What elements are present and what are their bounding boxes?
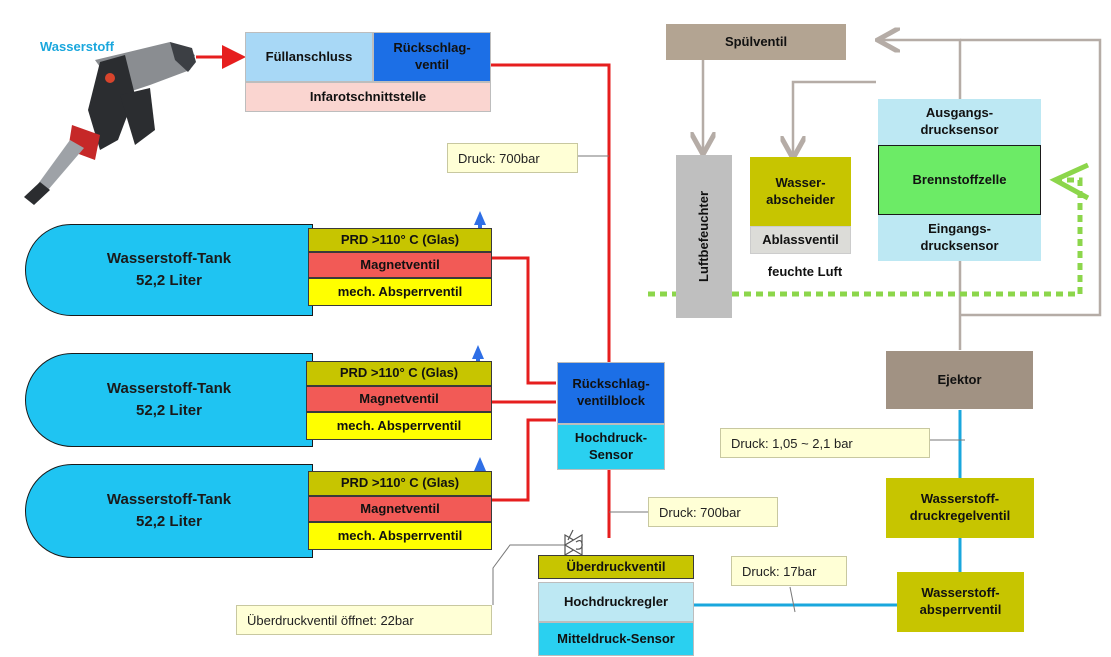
high-pressure-regulator: Hochdruckregler	[538, 582, 694, 622]
hydrogen-tank-1: Wasserstoff-Tank 52,2 Liter	[25, 224, 313, 316]
high-pressure-sensor: Hochdruck- Sensor	[557, 424, 665, 470]
outlet-pressure-sensor: Ausgangs- drucksensor	[878, 99, 1041, 145]
purge-valve: Spülventil	[666, 24, 846, 60]
moist-air-label: feuchte Luft	[767, 263, 843, 279]
relief-valve-symbol	[563, 529, 584, 557]
water-separator: Wasser- abscheider	[750, 157, 851, 226]
medium-pressure-lines	[693, 410, 962, 607]
note-relief-opens: Überdruckventil öffnet: 22bar	[236, 605, 492, 635]
check-valve-block: Rückschlag- ventilblock	[557, 362, 665, 424]
filling-port: Füllanschluss	[245, 32, 373, 82]
shutoff-valve-3: mech. Absperrventil	[308, 522, 492, 550]
inlet-pressure-sensor: Eingangs- drucksensor	[878, 215, 1041, 261]
relief-valve: Überdruckventil	[538, 555, 694, 579]
hydrogen-pressure-regulating-valve: Wasserstoff- druckregelventil	[886, 478, 1034, 538]
prd-1: PRD >110° C (Glas)	[308, 228, 492, 252]
note-leaders	[492, 155, 965, 613]
ir-interface: Infarotschnittstelle	[245, 82, 491, 112]
exhaust-air-line	[648, 162, 1090, 297]
note-pressure-700-top: Druck: 700bar	[447, 143, 578, 173]
medium-pressure-sensor: Mitteldruck-Sensor	[538, 622, 694, 656]
hydrogen-label: Wasserstoff	[40, 38, 114, 54]
magnet-valve-3: Magnetventil	[308, 496, 492, 522]
hydrogen-shutoff-valve: Wasserstoff- absperrventil	[897, 572, 1024, 632]
fuel-nozzle-image	[24, 42, 196, 205]
note-pressure-700-mid: Druck: 700bar	[648, 497, 778, 527]
note-pressure-ejector: Druck: 1,05 ~ 2,1 bar	[720, 428, 930, 458]
shutoff-valve-1: mech. Absperrventil	[308, 278, 492, 306]
ejector: Ejektor	[886, 351, 1033, 409]
prd-2: PRD >110° C (Glas)	[306, 361, 492, 386]
humidifier-label: Luftbefeuchter	[695, 191, 711, 282]
humidifier: Luftbefeuchter	[676, 155, 732, 318]
note-pressure-17: Druck: 17bar	[731, 556, 847, 586]
fuel-cell-stack: Brennstoffzelle	[878, 145, 1041, 215]
filling-check-valve: Rückschlag- ventil	[373, 32, 491, 82]
shutoff-valve-2: mech. Absperrventil	[306, 412, 492, 440]
magnet-valve-2: Magnetventil	[306, 386, 492, 412]
magnet-valve-1: Magnetventil	[308, 252, 492, 278]
hydrogen-tank-3: Wasserstoff-Tank 52,2 Liter	[25, 464, 313, 558]
prd-3: PRD >110° C (Glas)	[308, 471, 492, 496]
drain-valve: Ablassventil	[750, 226, 851, 254]
hydrogen-tank-2: Wasserstoff-Tank 52,2 Liter	[25, 353, 313, 447]
vent-arrows	[472, 211, 486, 474]
